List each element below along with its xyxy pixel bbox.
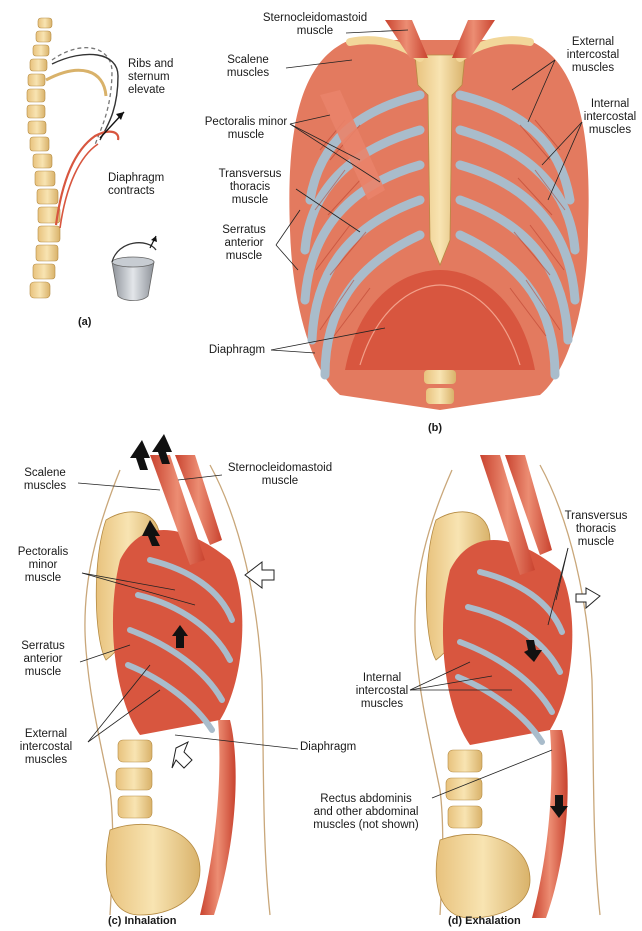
panel-b-caption: (b) bbox=[428, 422, 442, 434]
panel-b-serratus-label: Serratus anterior muscle bbox=[212, 224, 276, 263]
inward-arrow-icon bbox=[576, 588, 600, 608]
down-arrow-icon bbox=[172, 742, 192, 768]
panel-c-serratus-label: Serratus anterior muscle bbox=[8, 640, 78, 679]
panel-a-ribs-label: Ribs and sternum elevate bbox=[128, 58, 173, 97]
panel-c-scalene-label: Scalene muscles bbox=[10, 467, 80, 493]
panel-b-scm-label: Sternocleidomastoid muscle bbox=[215, 12, 415, 38]
panel-b-pec-minor-label: Pectoralis minor muscle bbox=[196, 116, 296, 142]
panel-b-diaphragm-label: Diaphragm bbox=[202, 344, 272, 357]
panel-b-int-intercostal-label: Internal intercostal muscles bbox=[578, 98, 642, 137]
panel-a-diaphragm-label: Diaphragm contracts bbox=[108, 172, 164, 198]
panel-a-spine bbox=[27, 18, 124, 298]
panel-d-caption: (d) Exhalation bbox=[448, 915, 521, 927]
panel-b-ext-intercostal-label: External intercostal muscles bbox=[548, 36, 638, 75]
panel-c-ext-intercostal-label: External intercostal muscles bbox=[6, 728, 86, 767]
panel-a-caption: (a) bbox=[78, 316, 91, 328]
outward-arrow-icon bbox=[245, 562, 274, 588]
panel-c-inhalation bbox=[85, 455, 270, 915]
panel-b-scalene-label: Scalene muscles bbox=[208, 54, 288, 80]
panel-d-transversus-label: Transversus thoracis muscle bbox=[554, 510, 638, 549]
panel-b-transversus-label: Transversus thoracis muscle bbox=[205, 168, 295, 207]
panel-c-caption: (c) Inhalation bbox=[108, 915, 176, 927]
panel-d-int-intercostal-label: Internal intercostal muscles bbox=[344, 672, 420, 711]
panel-c-diaphragm-label: Diaphragm bbox=[300, 741, 356, 754]
panel-c-pec-minor-label: Pectoralis minor muscle bbox=[8, 546, 78, 585]
up-arrow-icon bbox=[130, 440, 150, 470]
panel-c-scm-label: Sternocleidomastoid muscle bbox=[210, 462, 350, 488]
bucket-handle-icon bbox=[112, 236, 157, 301]
panel-d-rectus-label: Rectus abdominis and other abdominal mus… bbox=[296, 793, 436, 832]
